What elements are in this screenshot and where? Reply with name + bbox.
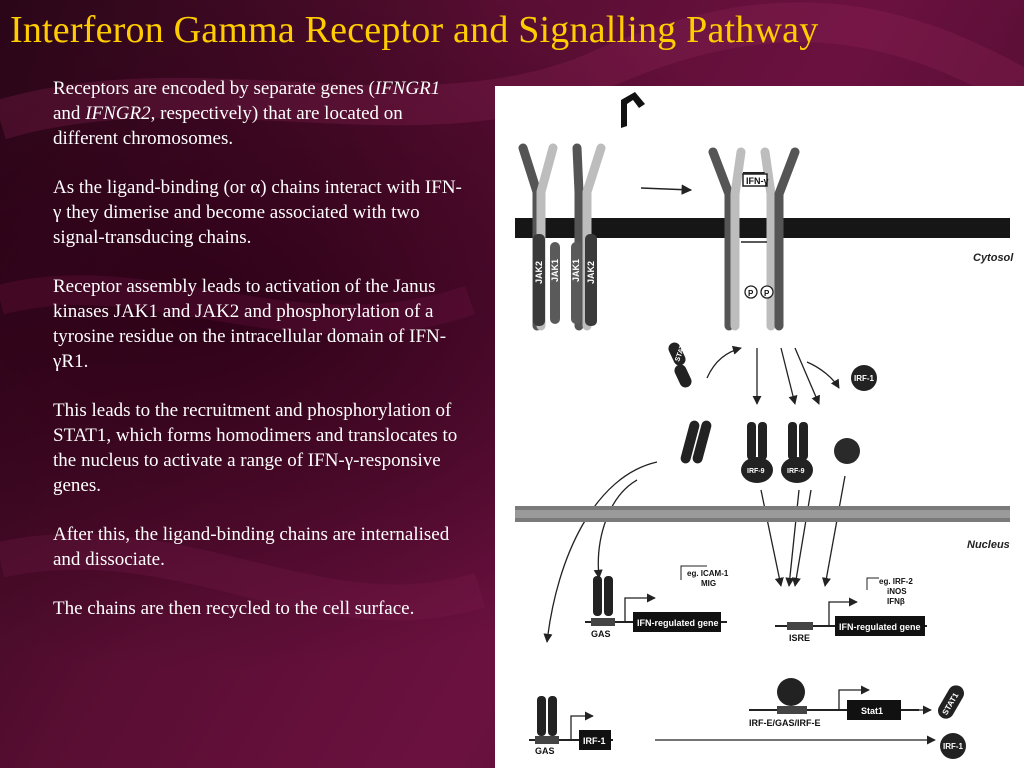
jak-label: JAK1 [550,259,560,282]
activation-arrow [640,184,693,195]
stat1-dimer-icon [680,420,712,464]
phospho-label: P [764,289,770,298]
paragraph-stat1-recruitment: This leads to the recruitment and phosph… [53,400,458,496]
irf9-complex: IRF-9 [741,422,773,483]
paragraph-text: and [53,103,86,124]
irf9-complex: IRF-9 [781,422,813,483]
gas-promoter: GAS IFN-regulated gene eg. ICAM-1 MIG [585,565,729,639]
paragraph-ligand-binding: As the ligand-binding (or α) chains inte… [53,177,462,248]
free-ligand-icon [621,92,645,128]
activated-receptor-complex: IFN-γ P P [708,147,800,331]
irf-e-promoter: IRF-E/GAS/IRF-E Stat1 STAT1 [749,678,964,728]
jak-label: JAK1 [571,259,581,282]
paragraph-text: , respectively) that are located on diff… [53,103,403,149]
isre-example-genes: eg. IRF-2 [879,577,913,586]
signalling-diagram: Cytosol JAK2 JAK1 JAK1 JAK2 IFN-γ P P [515,92,1014,759]
irf1-gene-label: IRF-1 [583,736,606,746]
irf1-recruit-arrow [806,361,840,389]
paragraph-internalisation: After this, the ligand-binding chains ar… [53,524,450,570]
unliganded-receptor-left: JAK2 JAK1 [518,143,560,331]
signal-arrow [780,347,798,405]
irf1-label: IRF-1 [854,374,875,383]
irf9-label: IRF-9 [747,468,765,475]
gas-example-genes: eg. ICAM-1 [687,569,729,578]
translocation-arrow [821,475,846,587]
isre-example-genes: IFNβ [887,597,905,606]
jak-label: JAK2 [534,261,544,284]
irf1-protein [834,438,860,464]
gene-name-ifngr2: IFNGR2 [85,103,151,124]
unliganded-receptor-right: JAK1 JAK2 [571,143,606,331]
stat1-recruit-arrow [706,345,742,379]
paragraph-receptor-assembly: Receptor assembly leads to activation of… [53,276,447,372]
stat1-monomer-icon: STAT1 [668,340,692,388]
cytosol-label: Cytosol [973,252,1014,264]
gas-label: GAS [535,746,555,756]
gas-label: GAS [591,629,611,639]
gas-example-genes: MIG [701,579,716,588]
translocation-arrow [543,461,658,643]
irf1-gene-promoter: GAS IRF-1 IRF-1 [529,696,966,759]
paragraph-text: Receptors are encoded by separate genes … [53,78,375,99]
gene-box-label: IFN-regulated gene [839,622,921,632]
bullet-text-column: Receptors are encoded by separate genes … [53,76,465,645]
irf9-label: IRF-9 [787,468,805,475]
isre-promoter: ISRE IFN-regulated gene eg. IRF-2 iNOS I… [775,577,927,643]
jak-label: JAK2 [586,261,596,284]
signal-arrow [794,347,820,405]
slide-title: Interferon Gamma Receptor and Signalling… [10,9,819,51]
paragraph-receptor-genes: Receptors are encoded by separate genes … [53,76,465,151]
isre-example-genes: iNOS [887,587,907,596]
translocation-arrow [760,489,784,587]
isre-label: ISRE [789,633,810,643]
irf1-output-label: IRF-1 [943,742,964,751]
nucleus-label: Nucleus [967,539,1010,551]
phospho-label: P [748,289,754,298]
cell-membrane [515,218,1010,238]
irf1-protein [851,365,877,391]
gene-box-label: IFN-regulated gene [637,618,719,628]
ligand-label: IFN-γ [746,176,769,186]
gene-name-ifngr1: IFNGR1 [374,78,441,99]
signalling-diagram-panel: Cytosol JAK2 JAK1 JAK1 JAK2 IFN-γ P P [495,86,1024,768]
stat1-gene-label: Stat1 [861,706,883,716]
paragraph-recycling: The chains are then recycled to the cell… [53,598,415,619]
irf-e-label: IRF-E/GAS/IRF-E [749,718,821,728]
